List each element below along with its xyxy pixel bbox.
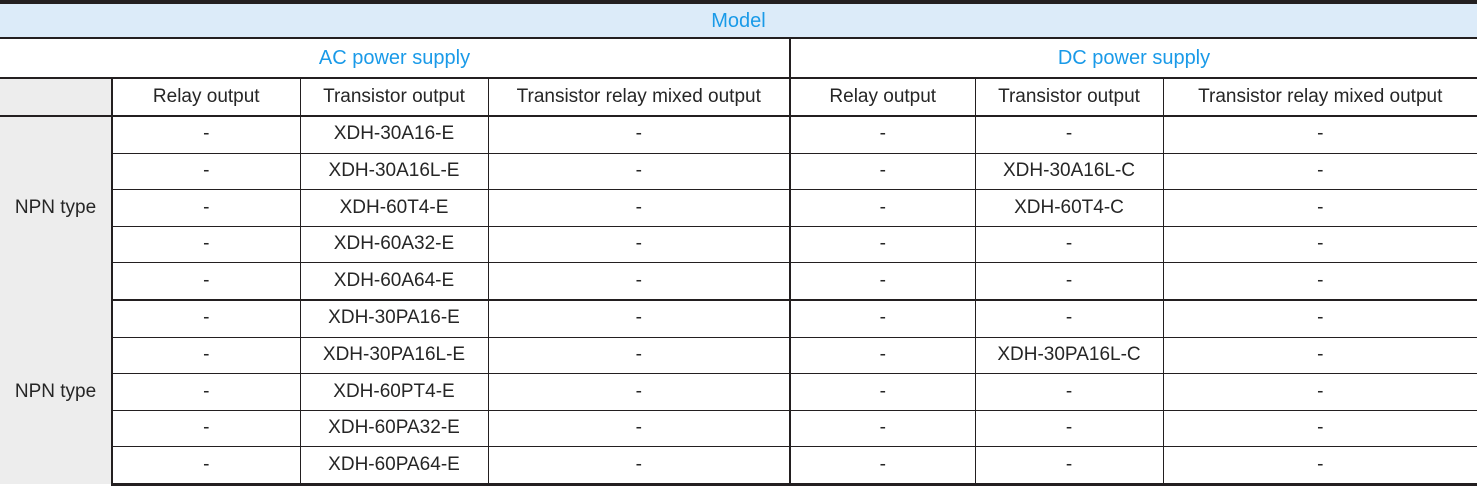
cell: - [112, 299, 301, 338]
table-row: - XDH-60PA64-E - - - - [0, 446, 1477, 486]
cell: XDH-60T4-C [975, 189, 1164, 227]
cell: - [790, 226, 976, 264]
table-row: - XDH-60A32-E - - - - [0, 226, 1477, 264]
cell: - [790, 373, 976, 411]
cell: - [1163, 373, 1477, 411]
cell: XDH-60T4-E [300, 189, 489, 227]
cell: - [112, 116, 301, 154]
section-label-1: NPN type [0, 299, 113, 485]
cell: - [488, 153, 791, 191]
cell: - [488, 262, 791, 301]
cell: - [488, 226, 791, 264]
col-header-ac-transistor-relay-mixed-output: Transistor relay mixed output [488, 78, 791, 117]
cell: - [112, 153, 301, 191]
cell: XDH-60A64-E [300, 262, 489, 301]
cell: XDH-60PT4-E [300, 373, 489, 411]
col-header-dc-transistor-relay-mixed-output: Transistor relay mixed output [1163, 78, 1477, 117]
cell: XDH-30A16L-E [300, 153, 489, 191]
group-header-ac-power-supply: AC power supply [0, 38, 791, 79]
group-header-dc-power-supply: DC power supply [790, 38, 1477, 79]
cell: - [112, 226, 301, 264]
cell: - [1163, 299, 1477, 338]
cell: - [975, 262, 1164, 301]
cell: - [1163, 262, 1477, 301]
cell: - [790, 189, 976, 227]
cell: - [488, 373, 791, 411]
table-row: - XDH-30PA16L-E - - XDH-30PA16L-C - [0, 337, 1477, 375]
cell: - [975, 299, 1164, 338]
table-row: NPN type - XDH-30A16-E - - - - [0, 116, 1477, 300]
col-header-dc-relay-output: Relay output [790, 78, 976, 117]
col-header-ac-transistor-output: Transistor output [300, 78, 489, 117]
cell: XDH-30A16-E [300, 116, 489, 154]
cell: - [790, 299, 976, 338]
table-row: NPN type - XDH-30PA16-E - - - - [0, 299, 1477, 485]
cell: - [790, 446, 976, 486]
cell: - [488, 446, 791, 486]
cell: - [975, 373, 1164, 411]
cell: - [1163, 337, 1477, 375]
cell: - [488, 189, 791, 227]
table-row: - XDH-60A64-E - - - - [0, 262, 1477, 301]
cell: XDH-30PA16L-E [300, 337, 489, 375]
cell: XDH-30PA16-E [300, 299, 489, 338]
cell: - [1163, 116, 1477, 154]
cell: - [112, 373, 301, 411]
column-header-row: Relay output Transistor output Transisto… [0, 78, 1477, 117]
section-label-0: NPN type [0, 116, 113, 300]
table-title: Model [0, 4, 1477, 39]
cell: - [488, 337, 791, 375]
cell: - [112, 446, 301, 486]
cell: - [975, 116, 1164, 154]
cell: - [112, 410, 301, 448]
cell: - [112, 189, 301, 227]
cell: - [488, 410, 791, 448]
table-row: - XDH-60PT4-E - - - - [0, 373, 1477, 411]
corner-cell [0, 78, 113, 117]
table-top-rule [0, 0, 1477, 4]
cell: - [975, 446, 1164, 486]
cell: - [790, 410, 976, 448]
cell: - [112, 262, 301, 301]
table-row: - XDH-30A16L-E - - XDH-30A16L-C - [0, 153, 1477, 191]
cell: - [488, 116, 791, 154]
top-rule-cell [0, 0, 1477, 4]
col-header-ac-relay-output: Relay output [112, 78, 301, 117]
cell: - [1163, 153, 1477, 191]
cell: - [975, 226, 1164, 264]
table-row: - XDH-60T4-E - - XDH-60T4-C - [0, 189, 1477, 227]
cell: - [112, 337, 301, 375]
cell: - [975, 410, 1164, 448]
cell: XDH-30PA16L-C [975, 337, 1164, 375]
cell: - [1163, 446, 1477, 486]
cell: - [790, 262, 976, 301]
cell: - [1163, 189, 1477, 227]
cell: - [1163, 410, 1477, 448]
cell: - [790, 116, 976, 154]
col-header-dc-transistor-output: Transistor output [975, 78, 1164, 117]
table-row: - XDH-60PA32-E - - - - [0, 410, 1477, 448]
cell: XDH-60PA64-E [300, 446, 489, 486]
cell: XDH-60PA32-E [300, 410, 489, 448]
model-title-row: Model [0, 4, 1477, 39]
power-supply-group-row: AC power supply DC power supply [0, 38, 1477, 79]
cell: - [790, 153, 976, 191]
cell: - [488, 299, 791, 338]
cell: XDH-60A32-E [300, 226, 489, 264]
cell: - [1163, 226, 1477, 264]
cell: XDH-30A16L-C [975, 153, 1164, 191]
cell: - [790, 337, 976, 375]
